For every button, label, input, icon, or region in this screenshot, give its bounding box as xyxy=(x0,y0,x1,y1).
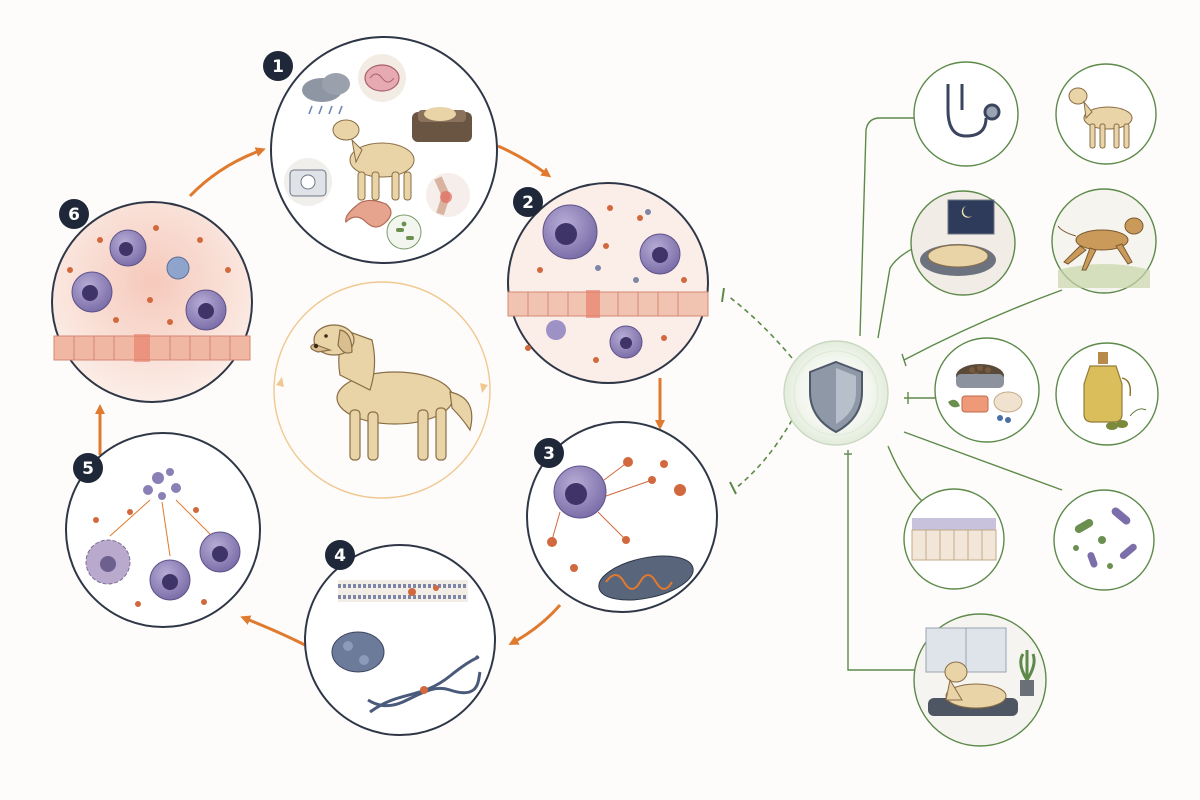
food-bowl-icon xyxy=(956,364,1004,388)
stage-5-badge xyxy=(73,453,103,483)
stage-6-badge xyxy=(59,199,89,229)
intervention-vet-checkup xyxy=(913,61,1019,167)
stethoscope-icon xyxy=(946,84,1001,138)
probiotic-microbes-icon xyxy=(1073,507,1137,569)
immune-cell xyxy=(546,320,566,340)
intervention-quality-sleep xyxy=(910,190,1016,296)
chicken-icon xyxy=(993,391,1023,413)
intervention-omega3-oil xyxy=(1055,342,1159,446)
stage-1-badge xyxy=(263,51,293,81)
dog-resting-icon xyxy=(944,661,1007,709)
stage-6-chronic-inflammation: 6 xyxy=(51,199,253,403)
protective-shield-hub xyxy=(783,340,889,446)
moon-icon xyxy=(961,206,972,218)
intervention-calm-environment xyxy=(913,613,1047,747)
damaged-protein-icon xyxy=(331,631,385,673)
arrow-6-to-1 xyxy=(188,147,266,198)
stage-2-badge xyxy=(513,187,543,217)
stage-4-badge xyxy=(325,540,355,570)
dog-overweight-icon xyxy=(332,119,415,201)
stage-5-cell-damage: 5 xyxy=(65,432,261,628)
stage-1-number: 1 xyxy=(272,57,284,77)
stage-2-number: 2 xyxy=(522,193,534,213)
gut-lining-icon xyxy=(911,518,997,561)
salmon-icon xyxy=(961,395,989,413)
stage-6-number: 6 xyxy=(68,205,80,225)
cycle-arrows xyxy=(95,144,665,647)
inflamed-joint-icon xyxy=(426,173,470,217)
brain-icon xyxy=(358,54,406,102)
intervention-healthy-weight xyxy=(1055,63,1157,165)
stage-4-number: 4 xyxy=(334,546,346,566)
plant-icon xyxy=(1019,650,1036,696)
stage-1-triggers: 1 xyxy=(263,36,498,264)
stage-3-number: 3 xyxy=(543,444,555,464)
arrow-3-to-4 xyxy=(508,604,562,645)
cell-debris xyxy=(143,468,181,500)
inhibition-links xyxy=(721,287,793,495)
dog-running-icon xyxy=(1057,217,1144,271)
intervention-probiotics xyxy=(1053,489,1155,591)
arrow-4-to-5 xyxy=(240,615,306,647)
cell-membrane-icon xyxy=(338,580,468,602)
dna-helix-icon xyxy=(367,654,482,714)
stage-5-number: 5 xyxy=(82,459,94,479)
stage-3-badge xyxy=(534,438,564,468)
mitochondria-icon xyxy=(598,555,694,601)
dog-standing-illustration xyxy=(310,324,473,461)
intestines-icon xyxy=(345,199,392,228)
intervention-exercise xyxy=(1051,188,1157,294)
night-window xyxy=(947,199,995,235)
stage-3-cytokine-mitochondria: 3 xyxy=(526,421,718,613)
rain-cloud-icon xyxy=(302,73,350,115)
stage-2-immune-activation: 2 xyxy=(507,182,709,384)
intervention-gut-barrier xyxy=(903,488,1005,590)
olive-oil-bottle-icon xyxy=(1083,352,1132,423)
immune-cell xyxy=(166,256,190,280)
bathroom-scale-icon xyxy=(284,158,332,206)
stage-4-molecular-damage: 4 xyxy=(304,540,496,736)
dog-healthy-weight-icon xyxy=(1068,87,1133,149)
intervention-fresh-diet xyxy=(934,337,1040,443)
gut-bacteria-icon xyxy=(386,214,422,250)
dog-on-couch-icon xyxy=(412,107,472,142)
arrow-1-to-2 xyxy=(497,144,552,178)
center-dog-cycle xyxy=(273,281,491,499)
olives-icon xyxy=(1106,408,1147,430)
